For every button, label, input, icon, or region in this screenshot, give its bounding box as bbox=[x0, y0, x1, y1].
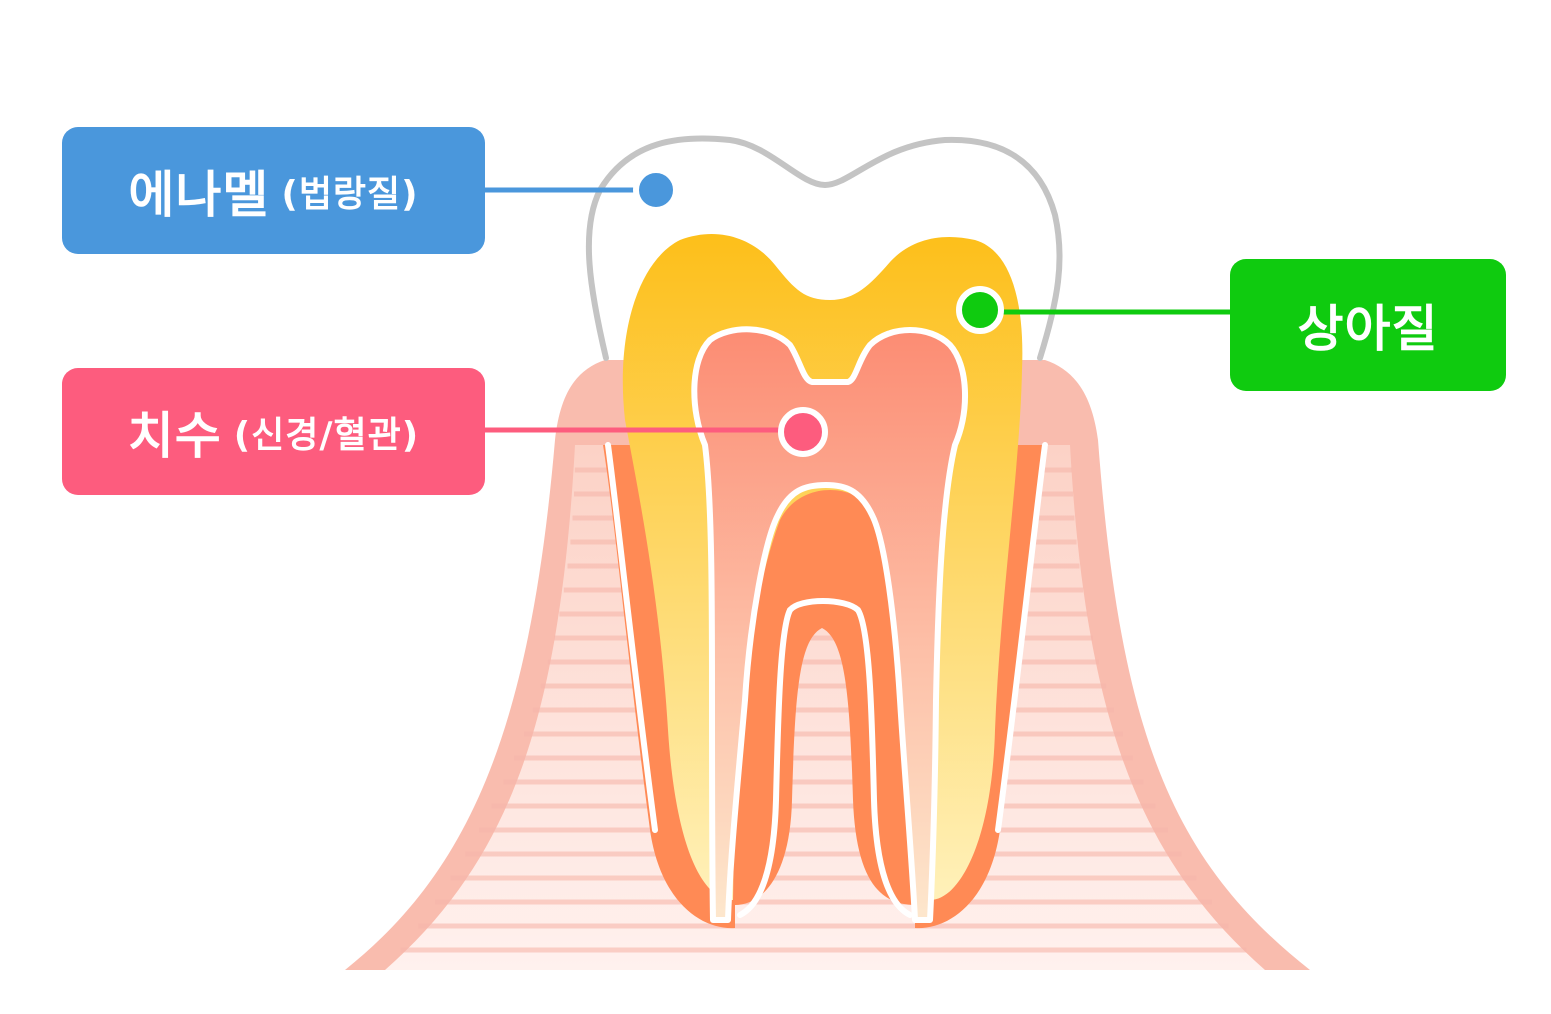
pulp-label-sub: (신경/혈관) bbox=[233, 414, 420, 456]
dentin-label-main: 상아질 bbox=[1297, 300, 1439, 358]
pulp-chamber bbox=[691, 326, 969, 923]
pulp-marker bbox=[778, 407, 828, 457]
inter-root-outline bbox=[787, 598, 913, 918]
enamel-label: 에나멜 (법랑질) bbox=[62, 127, 485, 254]
enamel-outline bbox=[585, 135, 1063, 361]
dentin-label: 상아질 bbox=[1230, 259, 1506, 391]
enamel-label-sub: (법랑질) bbox=[281, 173, 419, 215]
inter-root-outline-2 bbox=[737, 607, 793, 918]
gum-edge-right bbox=[995, 442, 1048, 833]
enamel-marker bbox=[633, 167, 679, 213]
gum-edge-left bbox=[605, 442, 658, 833]
pulp-label-main: 치수 bbox=[127, 406, 222, 465]
enamel-label-main: 에나멜 bbox=[128, 165, 270, 224]
pulp-label: 치수 (신경/혈관) bbox=[62, 368, 485, 495]
dentin-marker bbox=[956, 286, 1004, 334]
